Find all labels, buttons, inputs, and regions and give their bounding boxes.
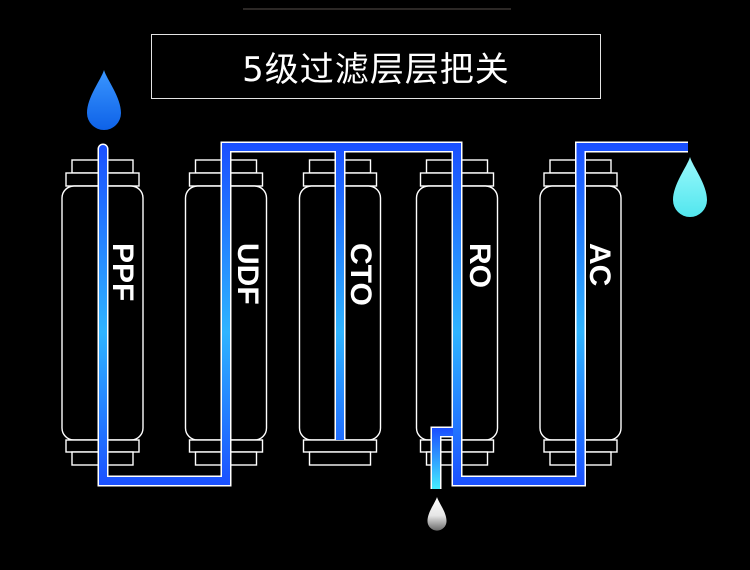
inlet-pipe-cap — [99, 145, 107, 153]
main-pipe — [99, 143, 688, 485]
filter-label-ro: RO — [463, 243, 496, 288]
outlet-water-drop-icon — [673, 157, 707, 217]
filter-label-ac: AC — [583, 243, 616, 286]
inlet-water-drop-icon — [87, 70, 121, 130]
filter-label-cto: CTO — [344, 243, 377, 306]
waste-water-drop-icon — [427, 497, 447, 531]
title-box: 5级过滤层层把关 — [151, 34, 601, 99]
filter-bottom-cap — [308, 451, 372, 466]
filter-bottom-collar — [302, 439, 378, 453]
pipe-network — [97, 141, 688, 489]
page-title: 5级过滤层层把关 — [242, 50, 510, 90]
waste-pipe — [432, 428, 457, 489]
filter-label-ppf: PPF — [106, 243, 139, 301]
filter-label-udf: UDF — [231, 243, 264, 305]
